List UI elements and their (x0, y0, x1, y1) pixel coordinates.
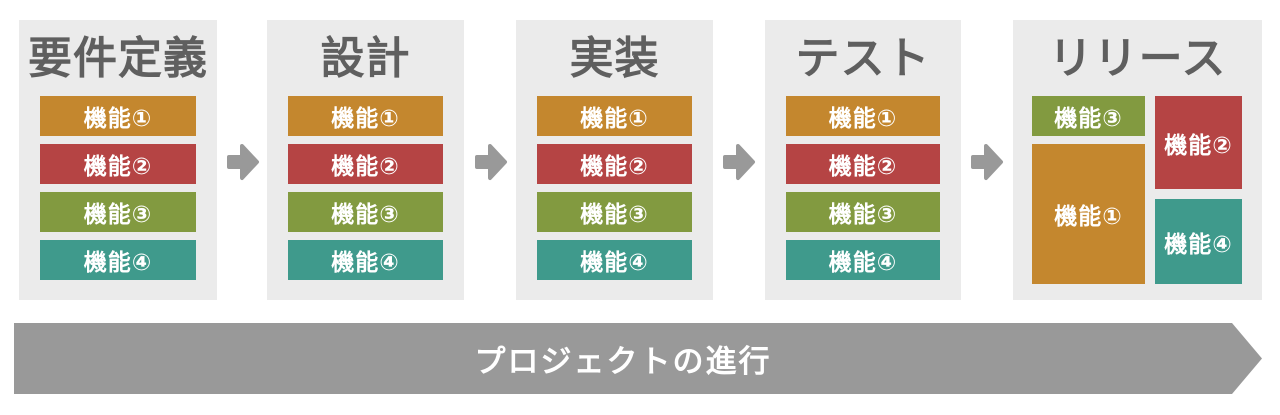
feature1-bar: 機能① (786, 96, 940, 136)
release-mosaic: 機能③ 機能① 機能② 機能④ (1013, 96, 1262, 284)
arrow-right-icon (721, 142, 757, 182)
feature3-bar: 機能③ (786, 192, 940, 232)
feature4-bar: 機能④ (40, 240, 196, 280)
feature4-bar: 機能④ (786, 240, 940, 280)
feature2-bar: 機能② (537, 144, 692, 184)
arrow-right-icon (969, 142, 1005, 182)
progress-arrow-shape (14, 323, 1262, 394)
progress-arrow-label: プロジェクトの進行 (474, 344, 772, 379)
feature1-bar: 機能① (40, 96, 196, 136)
release-left-column: 機能③ 機能① (1032, 96, 1145, 284)
stage-panel-requirements: 要件定義 機能① 機能② 機能③ 機能④ (19, 20, 217, 300)
feature1-bar: 機能① (537, 96, 692, 136)
feature2-box: 機能② (1155, 96, 1242, 189)
feature3-box: 機能③ (1032, 96, 1145, 136)
stage-title: 実装 (569, 34, 660, 83)
stage-title: 要件定義 (28, 34, 208, 83)
stage-panel-design: 設計 機能① 機能② 機能③ 機能④ (267, 20, 464, 300)
release-right-column: 機能② 機能④ (1155, 96, 1242, 284)
feature3-bar: 機能③ (40, 192, 196, 232)
feature3-bar: 機能③ (288, 192, 443, 232)
stage-panel-implementation: 実装 機能① 機能② 機能③ 機能④ (516, 20, 713, 300)
stage-title: 設計 (320, 34, 411, 83)
feature1-bar: 機能① (288, 96, 443, 136)
feature-bar-list: 機能① 機能② 機能③ 機能④ (19, 96, 217, 280)
arrow-right-icon (473, 142, 509, 182)
feature-bar-list: 機能① 機能② 機能③ 機能④ (516, 96, 713, 280)
stage-title: リリース (1048, 34, 1227, 83)
stage-panel-test: テスト 機能① 機能② 機能③ 機能④ (765, 20, 961, 300)
feature-bar-list: 機能① 機能② 機能③ 機能④ (765, 96, 961, 280)
arrow-right-icon (225, 142, 261, 182)
stage-title: テスト (795, 34, 931, 83)
feature2-bar: 機能② (40, 144, 196, 184)
feature4-bar: 機能④ (288, 240, 443, 280)
feature2-bar: 機能② (288, 144, 443, 184)
feature1-box: 機能① (1032, 144, 1145, 284)
feature4-bar: 機能④ (537, 240, 692, 280)
feature4-box: 機能④ (1155, 199, 1242, 284)
stage-panel-release: リリース 機能③ 機能① 機能② 機能④ (1013, 20, 1262, 300)
feature-bar-list: 機能① 機能② 機能③ 機能④ (267, 96, 464, 280)
progress-arrow: プロジェクトの進行 (14, 323, 1262, 394)
feature2-bar: 機能② (786, 144, 940, 184)
feature3-bar: 機能③ (537, 192, 692, 232)
